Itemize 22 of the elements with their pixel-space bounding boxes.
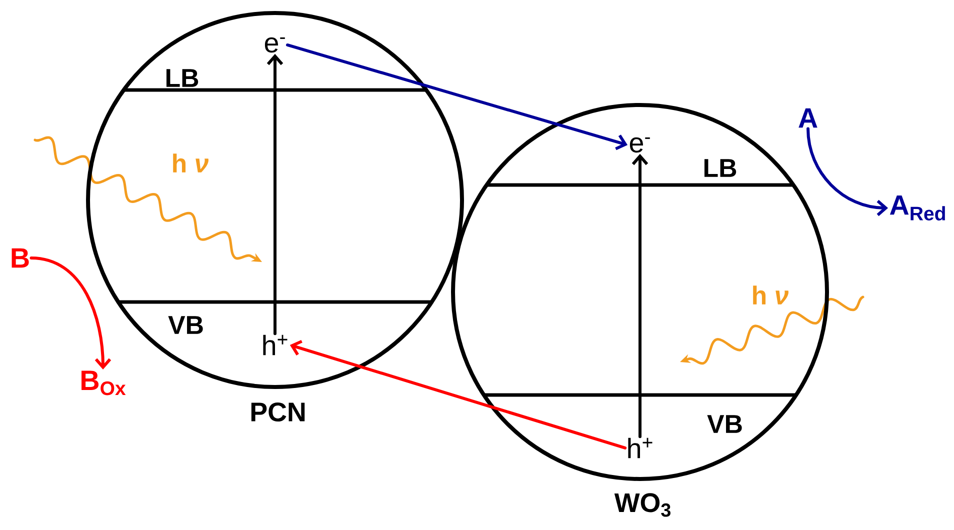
arrow: [806, 127, 888, 216]
band-label: h ν: [753, 286, 788, 304]
band-label: VB: [168, 316, 203, 334]
species-label: B$_{Ox}$: [82, 370, 126, 396]
arrow: [30, 256, 112, 370]
species-label: A$_{Red}$: [890, 196, 945, 220]
arrow: [286, 44, 628, 150]
band-label: LB: [166, 69, 198, 87]
band-label: LB: [704, 159, 736, 177]
band-label: VB: [707, 415, 742, 433]
arrow: [632, 154, 648, 438]
node-label: PCN: [251, 402, 305, 422]
species-label: e$^{-}$: [630, 137, 650, 153]
species-label: A: [798, 108, 818, 128]
species-label: B: [12, 248, 29, 268]
band-label: h ν: [173, 154, 208, 172]
arrow: [266, 54, 284, 336]
species-label: e$^{-}$: [264, 37, 285, 53]
species-label: h$^{+}$: [628, 438, 652, 458]
arrow: [290, 340, 627, 450]
node-label: WO$_{3}$: [614, 493, 670, 517]
species-label: h$^{+}$: [263, 334, 288, 356]
